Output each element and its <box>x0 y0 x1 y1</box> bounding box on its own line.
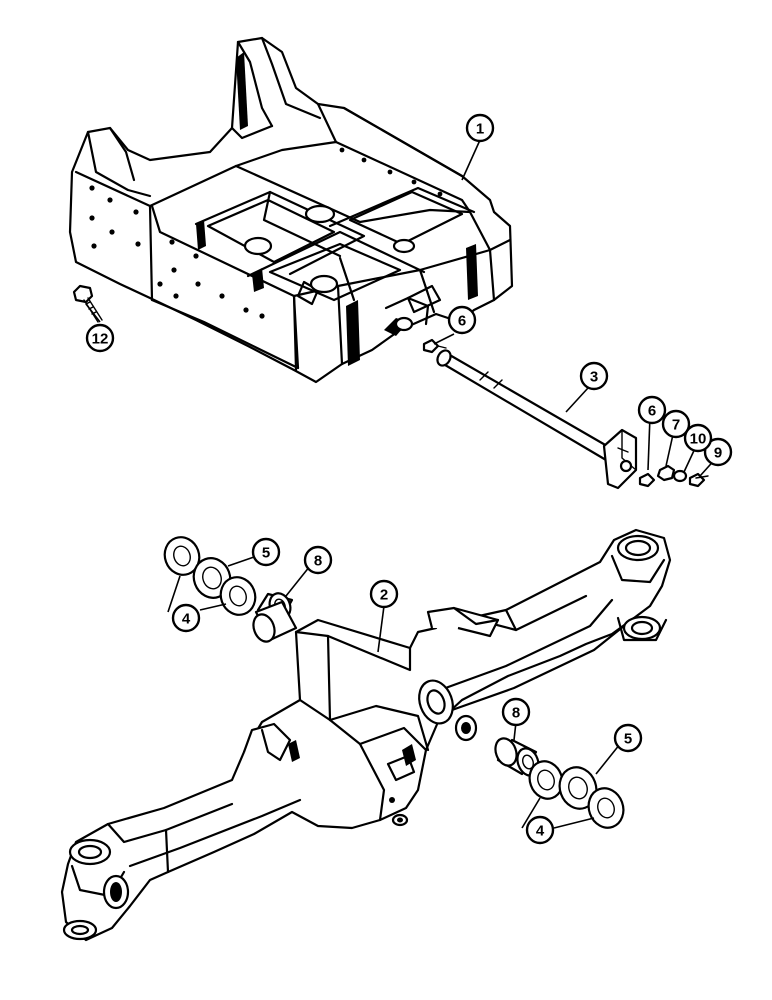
nut-part-7 <box>656 464 676 482</box>
callout-8-upper: 8 <box>303 545 333 575</box>
svg-text:1: 1 <box>476 121 484 138</box>
callout-6-upper: 6 <box>447 305 477 335</box>
callout-8-lower: 8 <box>501 697 531 727</box>
bolt-part-9 <box>688 472 709 488</box>
bushing-part-8-upper <box>252 592 298 643</box>
callout-9: 9 <box>703 437 733 467</box>
washer-part-10 <box>672 469 688 483</box>
washer-part-4-lower <box>528 760 564 800</box>
callout-1: 1 <box>465 113 495 143</box>
callout-2: 2 <box>369 579 399 609</box>
callout-5-lower: 5 <box>613 723 643 753</box>
washer-part-4-upper-second <box>219 576 257 616</box>
callout-7: 7 <box>661 409 691 439</box>
svg-text:3: 3 <box>590 369 598 386</box>
svg-text:5: 5 <box>262 545 270 562</box>
callout-3: 3 <box>579 361 609 391</box>
svg-text:6: 6 <box>648 403 656 420</box>
svg-text:10: 10 <box>690 431 707 448</box>
front-support-frame <box>68 36 514 384</box>
callout-4-upper: 4 <box>171 603 201 633</box>
washer-part-4-upper <box>163 536 201 576</box>
svg-text:7: 7 <box>672 417 680 434</box>
pivot-pin-part-3 <box>436 349 638 490</box>
callout-5-upper: 5 <box>251 537 281 567</box>
svg-text:6: 6 <box>458 313 466 330</box>
svg-text:5: 5 <box>624 731 632 748</box>
washer-part-4-lower-second <box>587 787 625 829</box>
front-axle-part-2 <box>60 528 672 942</box>
washer-part-5-lower <box>558 766 598 810</box>
svg-text:4: 4 <box>182 611 191 628</box>
callout-4-lower: 4 <box>525 815 555 845</box>
callout-6-lower: 6 <box>637 395 667 425</box>
hardware-set <box>638 464 709 488</box>
svg-text:9: 9 <box>714 445 722 462</box>
bolt-part-12 <box>72 284 103 323</box>
bushing-part-8-lower <box>494 737 540 777</box>
svg-text:2: 2 <box>380 587 388 604</box>
svg-text:12: 12 <box>92 331 109 348</box>
svg-text:4: 4 <box>536 823 545 840</box>
thrust-washers-right <box>528 760 625 829</box>
thrust-washers-left <box>163 536 257 616</box>
callout-12: 12 <box>85 323 115 353</box>
callout-10: 10 <box>683 423 713 453</box>
grease-fitting-lower <box>638 472 656 488</box>
svg-text:8: 8 <box>512 705 520 722</box>
svg-text:8: 8 <box>314 553 322 570</box>
